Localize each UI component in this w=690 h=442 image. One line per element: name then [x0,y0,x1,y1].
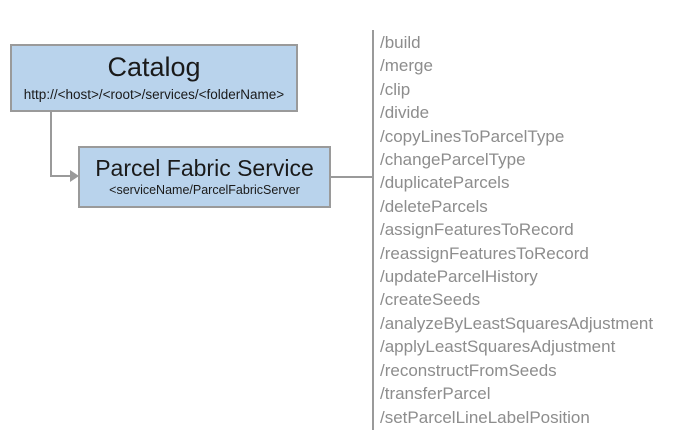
node-parcel-fabric-service[interactable]: Parcel Fabric Service <serviceName/Parce… [78,146,331,208]
node-catalog-title: Catalog [107,52,201,83]
operation-item[interactable]: /transferParcel [380,384,491,404]
operation-item[interactable]: /deleteParcels [380,196,488,216]
operation-item[interactable]: /changeParcelType [380,150,526,170]
connector-catalog-vertical [50,112,52,177]
operation-item[interactable]: /reassignFeaturesToRecord [380,243,589,263]
operation-item[interactable]: /createSeeds [380,290,481,310]
operation-item[interactable]: /assignFeaturesToRecord [380,220,574,240]
node-catalog[interactable]: Catalog http://<host>/<root>/services/<f… [10,44,298,112]
node-service-path: <serviceName/ParcelFabricServer [109,183,300,198]
operation-item[interactable]: /copyLinesToParcelType [380,126,565,146]
operation-item[interactable]: /reconstructFromSeeds [380,360,557,380]
operation-item[interactable]: /divide [380,103,430,123]
operation-item[interactable]: /merge [380,56,433,76]
operation-item[interactable]: /updateParcelHistory [380,267,538,287]
operation-item[interactable]: /setParcelLineLabelPosition [380,407,590,427]
operation-item[interactable]: /analyzeByLeastSquaresAdjustment [380,313,654,333]
operation-item[interactable]: /applyLeastSquaresAdjustment [380,337,616,357]
connector-catalog-horizontal [50,175,72,177]
node-catalog-url: http://<host>/<root>/services/<folderNam… [23,86,285,102]
operation-item[interactable]: /duplicateParcels [380,173,510,193]
operation-item[interactable]: /clip [380,79,411,99]
operations-divider-rule [372,30,374,430]
connector-service-to-operations [331,176,373,178]
operation-item[interactable]: /build [380,33,421,52]
node-service-title: Parcel Fabric Service [95,154,314,181]
operations-list: /build/merge/clip/divide/copyLinesToParc… [380,31,680,429]
arrowhead-icon [70,170,79,182]
